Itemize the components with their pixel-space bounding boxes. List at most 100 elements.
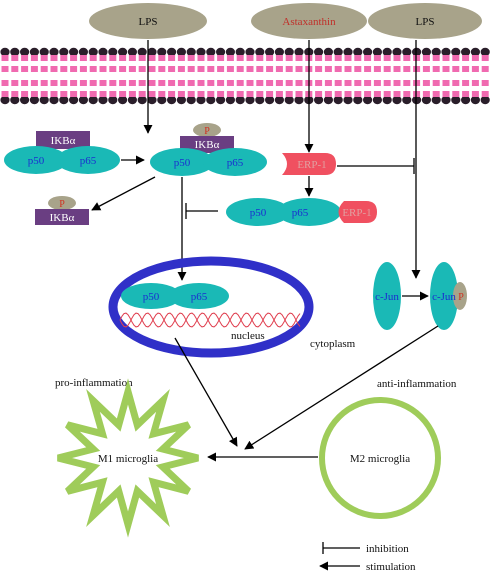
legend-inhibition-label: inhibition [366, 543, 409, 555]
lipid-tail [119, 91, 127, 97]
lipid-tail [334, 55, 342, 61]
lipid-tail [481, 55, 489, 61]
lipid-tail [158, 80, 166, 86]
lipid-head [353, 47, 363, 57]
lipid-head [255, 95, 265, 105]
lipid-head [167, 47, 177, 57]
lipid-tail [266, 66, 274, 72]
lipid-head [98, 95, 108, 105]
lipid-tail [344, 66, 352, 72]
arrow-cjun-to-m1 [244, 325, 439, 450]
lipid-tail [60, 66, 68, 72]
lipid-head [451, 47, 461, 57]
lipid-tail [236, 80, 244, 86]
released-phospho-ikba: P IKBα [35, 196, 89, 225]
lipid-head [323, 47, 333, 57]
lipid-tail [295, 80, 303, 86]
lipid-tail [217, 55, 225, 61]
lipid-tail [383, 55, 391, 61]
dna-strand [119, 312, 301, 328]
lipid-head [421, 95, 431, 105]
lipid-tail [30, 80, 38, 86]
lipid-tail [79, 91, 87, 97]
lipid-tail [70, 91, 78, 97]
lipid-tail [462, 80, 470, 86]
lipid-head [98, 47, 108, 57]
lipid-head [421, 47, 431, 57]
lipid-tail [285, 55, 293, 61]
lipid-head [127, 47, 137, 57]
lipid-tail [344, 80, 352, 86]
lipid-tail [354, 66, 362, 72]
lipid-tail [462, 91, 470, 97]
lipid-tail [246, 80, 254, 86]
p50-label: p50 [28, 155, 45, 167]
p50-label-phospho: p50 [174, 157, 191, 169]
ikba-label-released: IKBα [50, 212, 75, 224]
lipid-tail [403, 55, 411, 61]
lipid-tail [11, 91, 19, 97]
erp1-label-bound: ERP-1 [342, 207, 371, 219]
lipid-tail [471, 66, 479, 72]
lipid-tail [187, 66, 195, 72]
lipid-tail [275, 91, 283, 97]
lps-right-label: LPS [416, 16, 435, 28]
lipid-head [333, 47, 343, 57]
lipid-head [470, 95, 480, 105]
lps-right-stimulus: LPS [368, 3, 482, 39]
lipid-head [108, 47, 118, 57]
cjun-phosphorylated: c-Jun P [430, 262, 467, 330]
phospho-label: P [204, 126, 210, 137]
lipid-head [137, 47, 147, 57]
lipid-tail [246, 55, 254, 61]
lipid-tail [373, 91, 381, 97]
lipid-head [69, 47, 79, 57]
lipid-tail [442, 55, 450, 61]
lipid-tail [60, 80, 68, 86]
lipid-tail [383, 80, 391, 86]
lipid-tail [315, 66, 323, 72]
lipid-tail [275, 80, 283, 86]
m2-microglia-ring [319, 397, 441, 519]
lipid-tail [79, 80, 87, 86]
lipid-tail [50, 80, 58, 86]
lipid-head [353, 95, 363, 105]
lipid-head [284, 47, 294, 57]
lipid-tail [236, 55, 244, 61]
lipid-head [157, 95, 167, 105]
lipid-tail [158, 91, 166, 97]
lipid-tail [344, 91, 352, 97]
lipid-tail [334, 80, 342, 86]
lipid-head [274, 95, 284, 105]
lipid-tail [226, 55, 234, 61]
lipid-tail [275, 66, 283, 72]
nucleus-label: nucleus [231, 330, 265, 342]
lipid-tail [99, 80, 107, 86]
lipid-tail [324, 80, 332, 86]
lipid-head [225, 47, 235, 57]
lipid-tail [197, 66, 205, 72]
lipid-tail [334, 66, 342, 72]
lipid-tail [99, 55, 107, 61]
lipid-tail [187, 91, 195, 97]
cjun-phospho-label: P [458, 292, 464, 303]
lipid-tail [295, 66, 303, 72]
lipid-tail [452, 55, 460, 61]
lipid-head [59, 47, 69, 57]
lipid-head [10, 47, 20, 57]
lipid-tail [187, 80, 195, 86]
lipid-head [461, 47, 471, 57]
lipid-tail [99, 66, 107, 72]
lipid-head [147, 95, 157, 105]
lipid-tail [256, 80, 264, 86]
lipid-tail [217, 91, 225, 97]
lipid-tail [207, 80, 215, 86]
lipid-head [441, 95, 451, 105]
lipid-tail [422, 66, 430, 72]
lipid-tail [471, 80, 479, 86]
lipid-head [294, 47, 304, 57]
lipid-tail [422, 80, 430, 86]
lipid-tail [364, 55, 372, 61]
legend-stimulation-label: stimulation [366, 561, 416, 573]
lipid-head [245, 47, 255, 57]
